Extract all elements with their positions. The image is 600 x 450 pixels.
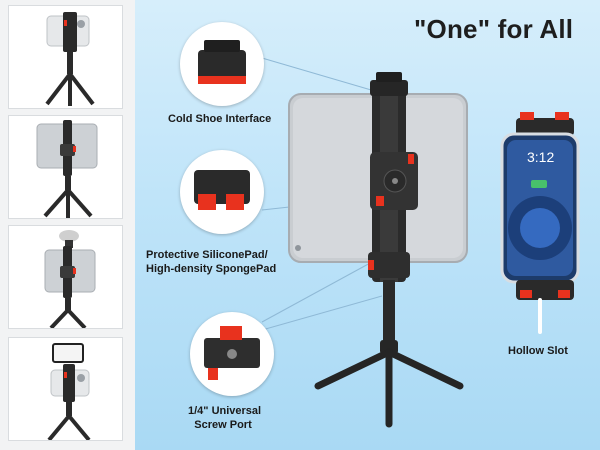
tablet-tripod-illustration xyxy=(36,120,98,218)
phone-tripod-illustration xyxy=(45,12,95,106)
silicone-pad-label: Protective SiliconePad/ High-density Spo… xyxy=(146,248,276,276)
silicone-pad-detail-circle xyxy=(180,150,264,234)
thumbnail-microphone-mount[interactable] xyxy=(8,225,123,329)
thumbnail-tablet-mount[interactable] xyxy=(8,115,123,219)
thumbnail-light-mount[interactable] xyxy=(8,337,123,441)
thumbnail-column xyxy=(0,0,135,450)
silicone-pad-icon xyxy=(194,170,250,210)
screw-port-label-line2: Screw Port xyxy=(194,419,252,431)
screw-port-label-line1: 1/4" Universal xyxy=(188,405,262,417)
cold-shoe-icon xyxy=(198,40,246,84)
silicone-pad-label-line2: High-density SpongePad xyxy=(146,263,277,275)
cold-shoe-detail-circle xyxy=(180,22,264,106)
silicone-pad-label-line1: Protective SiliconePad/ xyxy=(146,249,268,261)
light-tripod-illustration xyxy=(47,343,91,440)
phone-clock: 3:12 xyxy=(527,149,555,165)
hollow-slot-label: Hollow Slot xyxy=(508,345,568,357)
thumbnail-phone-mount[interactable] xyxy=(8,5,123,109)
headline: "One" for All xyxy=(414,14,574,44)
cold-shoe-label: Cold Shoe Interface xyxy=(168,113,272,125)
screw-port-label: 1/4" Universal Screw Port xyxy=(188,404,262,432)
screw-port-icon xyxy=(204,326,260,380)
screw-port-detail-circle xyxy=(190,312,274,396)
microphone-tripod-illustration xyxy=(44,230,96,328)
